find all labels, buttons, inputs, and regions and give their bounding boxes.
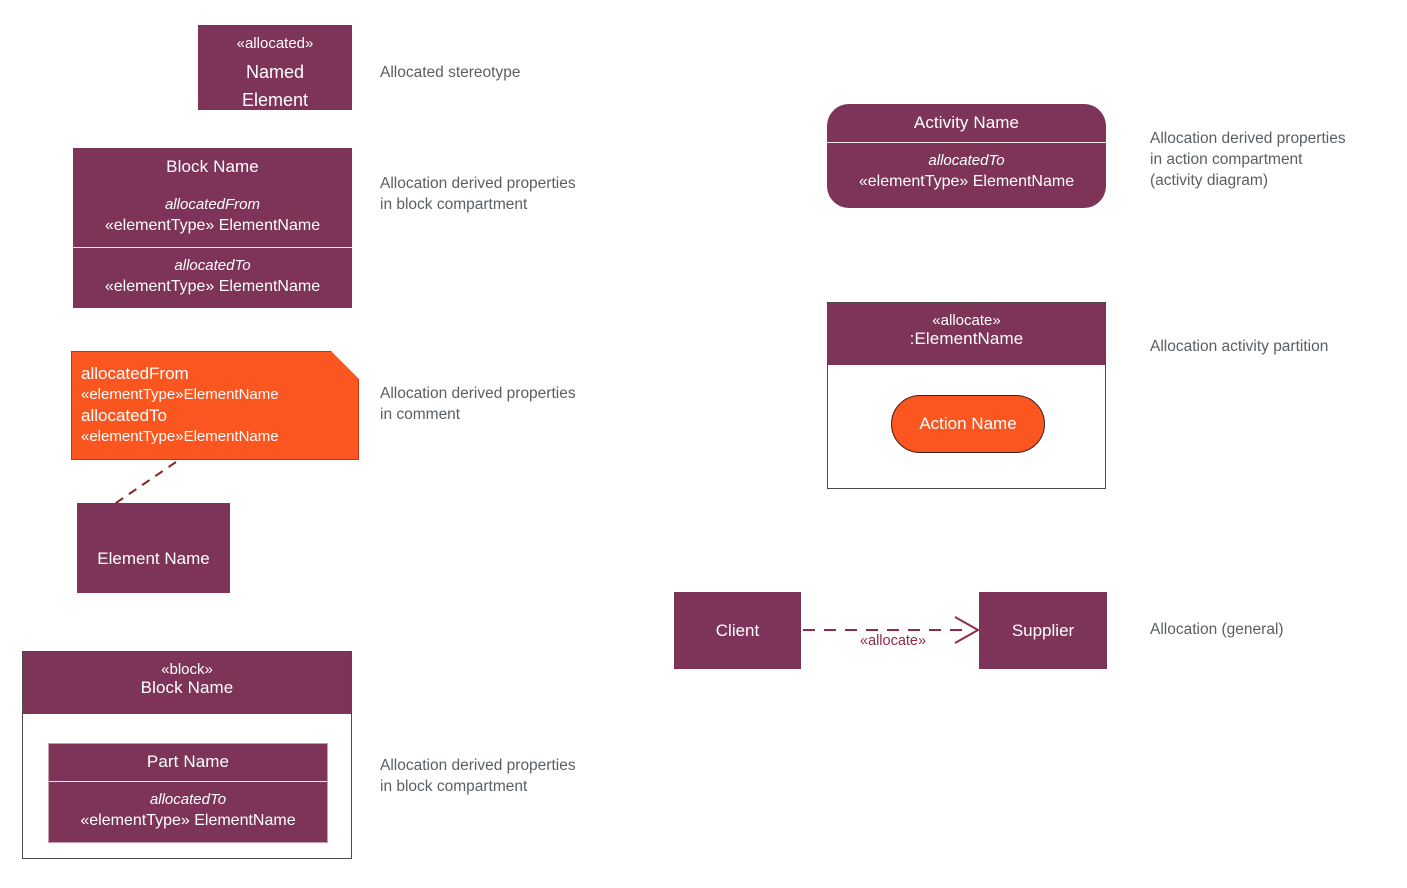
activity-compartment-allocated-to: allocatedTo «elementType» ElementName	[827, 142, 1106, 203]
block-stereotype-label: «block»	[161, 661, 213, 678]
block-derived-header: Block Name	[73, 148, 352, 187]
comment-allocated-from-label: allocatedFrom	[81, 364, 189, 383]
activity-node-description: Allocation derived properties in action …	[1150, 130, 1346, 189]
action-node[interactable]: Action Name	[891, 395, 1045, 453]
allocated-from-property-value: «elementType» ElementName	[104, 217, 321, 234]
activity-partition-description: Allocation activity partition	[1150, 338, 1329, 355]
activity-allocated-to-value: «elementType» ElementName	[858, 173, 1075, 190]
allocated-stereotype-label: «allocated»	[236, 35, 314, 52]
block-derived-title: Block Name	[166, 157, 259, 176]
comment-note[interactable]: allocatedFrom «elementType»ElementName a…	[71, 351, 359, 460]
allocated-stereotype-description: Allocated stereotype	[380, 64, 521, 81]
block-derived-properties-node[interactable]: Block Name allocatedFrom «elementType» E…	[73, 148, 352, 308]
allocated-to-property-label: allocatedTo	[174, 257, 251, 274]
activity-partition-node[interactable]: «allocate» :ElementName Action Name	[827, 302, 1106, 489]
compartment-allocated-to: allocatedTo «elementType» ElementName	[73, 247, 352, 308]
comment-allocated-to-label: allocatedTo	[81, 406, 168, 425]
comment-note-body	[71, 351, 359, 460]
allocate-arrowhead	[954, 616, 981, 644]
part-allocated-to-value: «elementType» ElementName	[80, 812, 296, 829]
part-header: Part Name	[49, 744, 327, 781]
block-with-part-description: Allocation derived properties in block c…	[380, 757, 576, 795]
allocation-general-description: Allocation (general)	[1150, 621, 1284, 638]
allocated-to-property-value: «elementType» ElementName	[104, 278, 321, 295]
action-name-label: Action Name	[919, 414, 1017, 433]
comment-allocated-from-value: «elementType»ElementName	[81, 386, 279, 403]
part-allocated-to-label: allocatedTo	[149, 791, 227, 808]
allocated-stereotype-name-line1: Named	[245, 62, 305, 82]
client-node[interactable]: Client	[674, 592, 801, 669]
allocate-stereotype-label: «allocate»	[932, 312, 1001, 329]
block-derived-description: Allocation derived properties in block c…	[380, 175, 576, 213]
part-node[interactable]: Part Name allocatedTo «elementType» Elem…	[48, 743, 328, 843]
element-name-label: Element Name	[97, 549, 210, 568]
part-compartment-allocated-to: allocatedTo «elementType» ElementName	[49, 781, 327, 842]
supplier-node[interactable]: Supplier	[979, 592, 1107, 669]
activity-header: Activity Name	[827, 104, 1106, 142]
activity-allocated-to-label: allocatedTo	[928, 152, 1005, 169]
activity-partition-name: :ElementName	[909, 329, 1024, 348]
activity-title: Activity Name	[913, 113, 1020, 132]
supplier-label: Supplier	[1011, 620, 1075, 640]
block-with-part-title: Block Name	[140, 678, 234, 697]
part-title: Part Name	[146, 752, 230, 771]
comment-note-description: Allocation derived properties in comment	[380, 385, 576, 423]
comment-allocated-to-value: «elementType»ElementName	[81, 428, 279, 445]
element-name-node[interactable]: Element Name	[77, 503, 230, 593]
block-with-part-header: «block» Block Name	[23, 652, 351, 714]
allocated-stereotype-name-line2: Element	[241, 90, 309, 110]
block-with-part-node[interactable]: «block» Block Name Part Name allocatedTo…	[22, 651, 352, 859]
client-label: Client	[715, 620, 760, 640]
allocate-edge-label: «allocate»	[859, 633, 927, 649]
comment-note-text: allocatedFrom «elementType»ElementName a…	[81, 363, 351, 447]
allocated-from-property-label: allocatedFrom	[164, 196, 261, 213]
allocated-stereotype-node[interactable]: «allocated» Named Element	[198, 25, 352, 110]
activity-node[interactable]: Activity Name allocatedTo «elementType» …	[827, 104, 1106, 208]
comment-anchor-dashed-line	[112, 461, 177, 506]
compartment-allocated-from: allocatedFrom «elementType» ElementName	[73, 187, 352, 247]
activity-partition-header: «allocate» :ElementName	[828, 303, 1105, 365]
